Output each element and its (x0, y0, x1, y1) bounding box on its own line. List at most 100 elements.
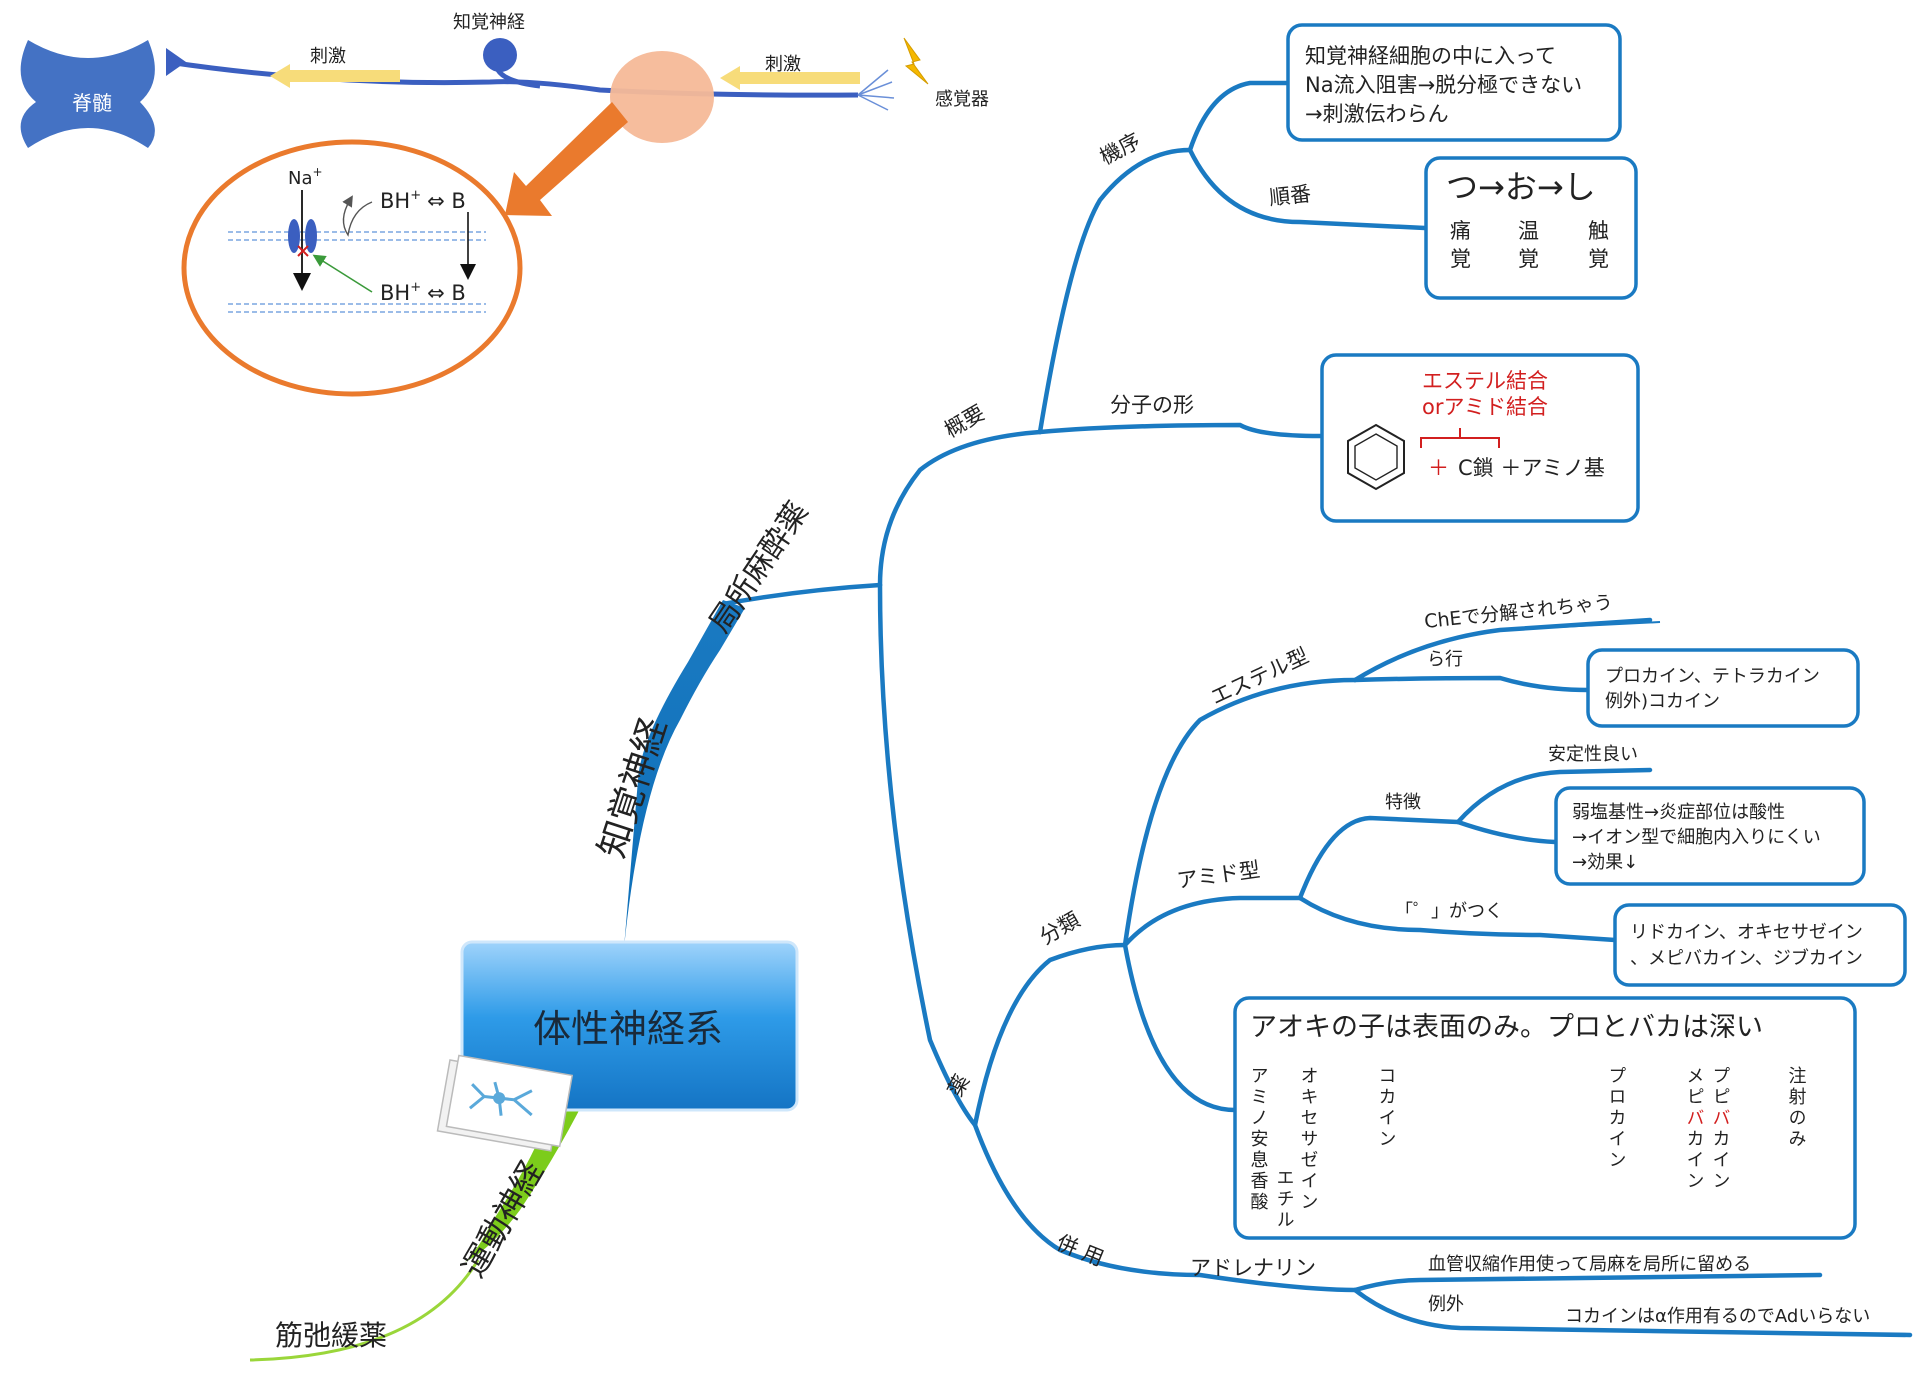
exception-branch (1352, 1287, 1913, 1338)
molecule-box: エステル結合 orアミド結合 ＋ C鎖 ＋アミノ基 (1320, 353, 1640, 523)
weakbase-line-3: →効果↓ (1572, 852, 1638, 873)
order-touch-1: 触 (1588, 219, 1609, 243)
mnemonic-box: アオキの子は表面のみ。プロとバカは深い アミノ安息香酸 エチル オキセサゼイン … (1233, 996, 1857, 1240)
svg-text:BH+⇔ B: BH+ ⇔ B (380, 280, 466, 305)
reenter-arrow (342, 195, 373, 237)
block-mark (297, 245, 309, 257)
mnemonic-mepi-b: バ (1684, 1108, 1705, 1129)
svg-text:BH+⇔ B: BH+⇔ B (380, 188, 466, 213)
amide-stable-label: 安定性良い (1548, 744, 1638, 765)
amide-example-2: 、メピバカイン、ジブカイン (1630, 947, 1863, 969)
stimulus-arrow-left (270, 64, 400, 88)
receptor-label: 感覚器 (935, 89, 989, 110)
mechanism-note-line-1: 知覚神経細胞の中に入って (1305, 44, 1556, 68)
stimulus-arrow-right (720, 66, 860, 90)
nerve-terminal (166, 48, 186, 76)
order-warm-1: 温 (1518, 219, 1539, 243)
mnemonic-mepi-a: メピ (1684, 1066, 1705, 1108)
neuron-image-icon (436, 1054, 574, 1152)
order-box: つ→お→し 痛 覚 温 覚 触 覚 (1424, 156, 1638, 300)
sensory-nerve-branch-label: 知覚神経 (592, 713, 675, 863)
adrenaline-label: アドレナリン (1190, 1256, 1316, 1280)
combo-label: 併 用 (1053, 1230, 1107, 1270)
mnemonic-col-aminobenzoate: アミノ安息香酸 (1248, 1066, 1269, 1213)
svg-text:メピバカイン: メピバカイン (1684, 1066, 1705, 1192)
cocaine-note-label: コカインはα作用有るのでAdいらない (1565, 1306, 1870, 1327)
combo-branch (972, 1122, 1358, 1293)
amide-label: アミド型 (1175, 858, 1261, 893)
overview-branch (877, 429, 1043, 588)
order-pain-1: 痛 (1450, 219, 1471, 243)
mnemonic-col-procaine: プロカイン (1606, 1066, 1627, 1171)
ester-branch (1122, 677, 1358, 948)
local-anesthetic-label: 局所麻酔薬 (703, 496, 816, 640)
svg-text:プピバカイン: プピバカイン (1710, 1066, 1731, 1192)
central-node[interactable]: 体性神経系 (436, 940, 799, 1152)
amide-features-label: 特徴 (1385, 792, 1421, 813)
overview-label: 概要 (941, 401, 989, 443)
mnemonic-col-ethyl: エチル (1274, 1168, 1295, 1231)
formula-plus: ＋ (1428, 456, 1449, 480)
na-label: Na (288, 168, 313, 189)
sensory-cell-body (483, 38, 517, 72)
nerve-illustration: 脊髄 知覚神経 感覚器 刺激 刺激 Na+ BH+⇔ B B (20, 12, 989, 397)
muscle-relaxant-line (249, 1259, 480, 1362)
mnemonic-col-oxethazaine: オキセサゼイン (1298, 1066, 1319, 1213)
weakbase-line-1: 弱塩基性→炎症部位は酸性 (1572, 802, 1785, 823)
spinal-cord-shape (20, 40, 155, 148)
eq-top-bh: BH (380, 189, 410, 213)
magnified-membrane (181, 139, 523, 397)
lightning-icon (903, 37, 929, 85)
formula-text: C鎖 ＋アミノ基 (1458, 456, 1605, 480)
drugs-branch (877, 582, 978, 1128)
sensory-branch (624, 600, 745, 948)
amide-tsuku-branch (1297, 895, 1618, 943)
mnemonic-branch (1122, 942, 1238, 1113)
eq-bottom-plus: + (410, 280, 421, 295)
motor-nerve-branch-label: 運動神経 (454, 1154, 551, 1284)
na-channel-left (288, 219, 300, 253)
ester-che-branch (1352, 617, 1653, 683)
central-title: 体性神経系 (533, 1007, 723, 1051)
local-anesthetic-branch (720, 582, 883, 607)
order-title: つ→お→し (1446, 168, 1596, 206)
order-label: 順番 (1268, 182, 1312, 210)
mechanism-note-line-2: Na流入阻害→脱分極できない (1305, 73, 1582, 97)
benzene-ring (1347, 423, 1405, 491)
amide-weakbase-branch (1455, 819, 1558, 845)
zoom-arrow (505, 102, 628, 216)
classification-branch (972, 942, 1128, 1128)
mnemonic-mepi-c: カイン (1684, 1129, 1705, 1192)
sensory-nerve-label: 知覚神経 (453, 12, 525, 33)
mechanism-note-box: 知覚神経細胞の中に入って Na流入阻害→脱分極できない →刺激伝わらん (1286, 23, 1622, 142)
mnemonic-col-cocaine: コカイン (1376, 1066, 1397, 1150)
receptor-endings (857, 69, 895, 111)
spinal-cord-label: 脊髄 (72, 91, 112, 115)
stimulus-left-label: 刺激 (310, 46, 346, 67)
mnemonic-title: アオキの子は表面のみ。プロとバカは深い (1250, 1012, 1763, 1043)
ester-ra-branch (1352, 675, 1591, 693)
eq-bottom-b: ⇔ B (427, 281, 466, 305)
muscle-relaxant-label: 筋弛緩薬 (275, 1319, 387, 1352)
ester-example-1: プロカイン、テトラカイン (1605, 666, 1820, 687)
mechanism-branch (1037, 147, 1193, 435)
ester-che-line (1499, 621, 1661, 631)
mnemonic-col-inject: 注射のみ (1786, 1066, 1807, 1150)
mnemonic-bupi-c: カイン (1710, 1129, 1731, 1192)
amide-tsuku-label: 「゜」がつく (1395, 901, 1503, 922)
ester-examples-box: プロカイン、テトラカイン 例外)コカイン (1586, 648, 1860, 728)
bond-bracket (1420, 428, 1500, 448)
mechanism-note-line-3: →刺激伝わらん (1305, 102, 1449, 126)
eq-bottom-bh: BH (380, 281, 410, 305)
svg-text:Na+: Na+ (288, 165, 323, 189)
binding-arrow (312, 254, 373, 293)
order-warm-2: 覚 (1518, 247, 1539, 271)
vaso-label: 血管収縮作用使って局麻を局所に留める (1428, 1254, 1751, 1275)
eq-top-b: ⇔ B (427, 189, 466, 213)
weakbase-line-2: →イオン型で細胞内入りにくい (1572, 827, 1821, 848)
mnemonic-bupi-a: プピ (1710, 1066, 1731, 1108)
exception-label: 例外 (1428, 1294, 1464, 1315)
ester-bond-label: エステル結合 (1422, 369, 1548, 393)
amide-branch (1122, 895, 1303, 948)
